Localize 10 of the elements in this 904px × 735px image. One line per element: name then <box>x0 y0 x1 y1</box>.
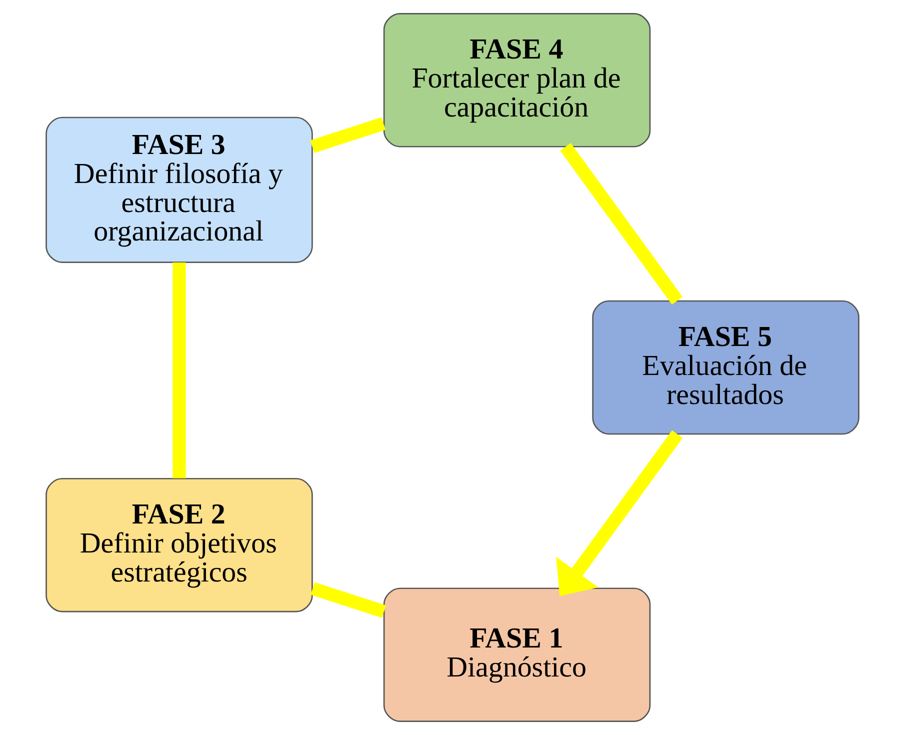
node-box: FASE 4 Fortalecer plan de capacitación <box>382 13 650 148</box>
node-box: FASE 3 Definir filosofía y estructura organizacional <box>45 116 312 263</box>
connector <box>310 582 386 618</box>
node-box: FASE 5 Evaluación de resultados <box>592 300 859 435</box>
node-box: FASE 2 Definir objetivos estratégicos <box>45 478 312 612</box>
connector <box>310 117 386 153</box>
connector <box>560 142 682 305</box>
connector <box>172 262 186 478</box>
arrow <box>556 430 682 596</box>
node-box: FASE 1 Diagnóstico <box>382 588 650 722</box>
